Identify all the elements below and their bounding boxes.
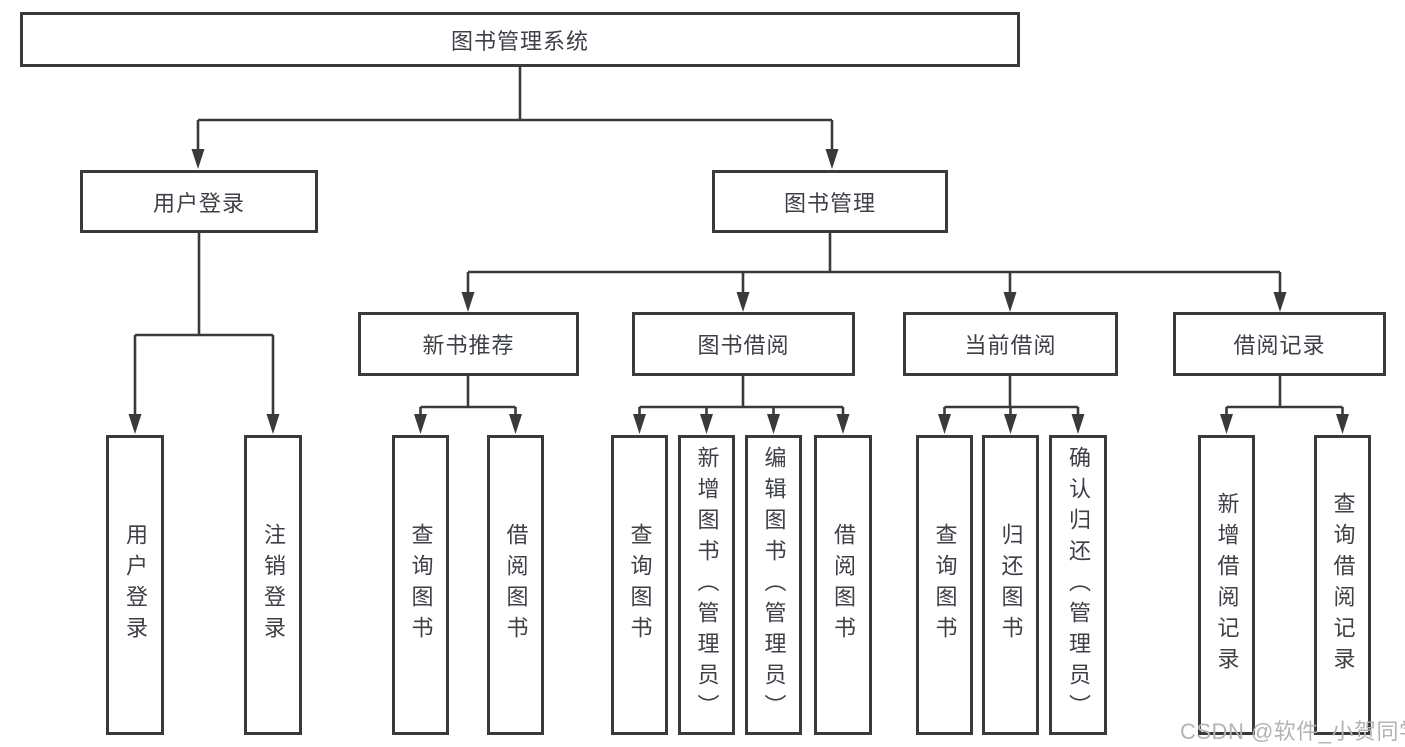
leaf-cb-return-books: 归还图书: [982, 435, 1039, 735]
node-current-borrowing: 当前借阅: [903, 312, 1118, 376]
csdn-watermark: CSDN @软件_小贺同学: [1180, 719, 1405, 744]
arrowhead: [1004, 414, 1017, 434]
leaf-user-login: 用户登录: [106, 435, 164, 735]
arrowhead: [836, 414, 850, 434]
arrowhead: [266, 414, 280, 434]
arrowhead: [736, 292, 750, 312]
node-book-borrowing: 图书借阅: [632, 312, 855, 376]
arrowhead: [191, 149, 205, 169]
arrowhead: [1273, 292, 1287, 312]
connector-currentborrow-to-leaves: [943, 376, 1080, 417]
connector-bookmgmt-to-level3: [466, 233, 1282, 295]
leaf-bb-borrow-books: 借阅图书: [814, 435, 872, 735]
connector-paths: [133, 67, 1344, 417]
connector-userlogin-to-leaves: [133, 233, 275, 417]
arrowhead: [633, 414, 646, 434]
leaf-bb-add-books-admin: 新增图书（管理员）: [678, 435, 735, 735]
connector-borrowrecords-to-leaves: [1225, 376, 1344, 417]
leaf-br-add-record: 新增借阅记录: [1198, 435, 1255, 735]
arrowhead: [414, 414, 427, 434]
arrowheads: [128, 149, 1349, 434]
arrowhead: [825, 149, 839, 169]
leaf-rec-borrow-books: 借阅图书: [487, 435, 544, 735]
node-user-login: 用户登录: [80, 170, 318, 233]
arrowhead: [700, 414, 713, 434]
arrowhead: [1003, 292, 1017, 312]
connector-newbookrec-to-leaves: [419, 376, 517, 417]
arrowhead: [1336, 414, 1349, 434]
arrowhead: [938, 414, 951, 434]
connector-bookborrow-to-leaves: [638, 376, 845, 417]
leaf-logout: 注销登录: [244, 435, 302, 735]
arrowhead: [1220, 414, 1233, 434]
leaf-cb-confirm-return-admin: 确认归还（管理员）: [1049, 435, 1107, 735]
arrowhead: [461, 292, 475, 312]
leaf-cb-query-books: 查询图书: [916, 435, 973, 735]
node-root: 图书管理系统: [20, 12, 1020, 67]
connector-root-to-level2: [196, 67, 834, 152]
arrowhead: [509, 414, 522, 434]
node-borrow-records: 借阅记录: [1173, 312, 1386, 376]
leaf-bb-edit-books-admin: 编辑图书（管理员）: [745, 435, 802, 735]
node-new-book-recommendation: 新书推荐: [358, 312, 579, 376]
leaf-bb-query-books: 查询图书: [611, 435, 668, 735]
arrowhead: [128, 414, 142, 434]
arrowhead: [1071, 414, 1085, 434]
arrowhead: [767, 414, 780, 434]
leaf-rec-query-books: 查询图书: [392, 435, 449, 735]
node-book-management: 图书管理: [712, 170, 948, 233]
leaf-br-query-record: 查询借阅记录: [1314, 435, 1371, 735]
